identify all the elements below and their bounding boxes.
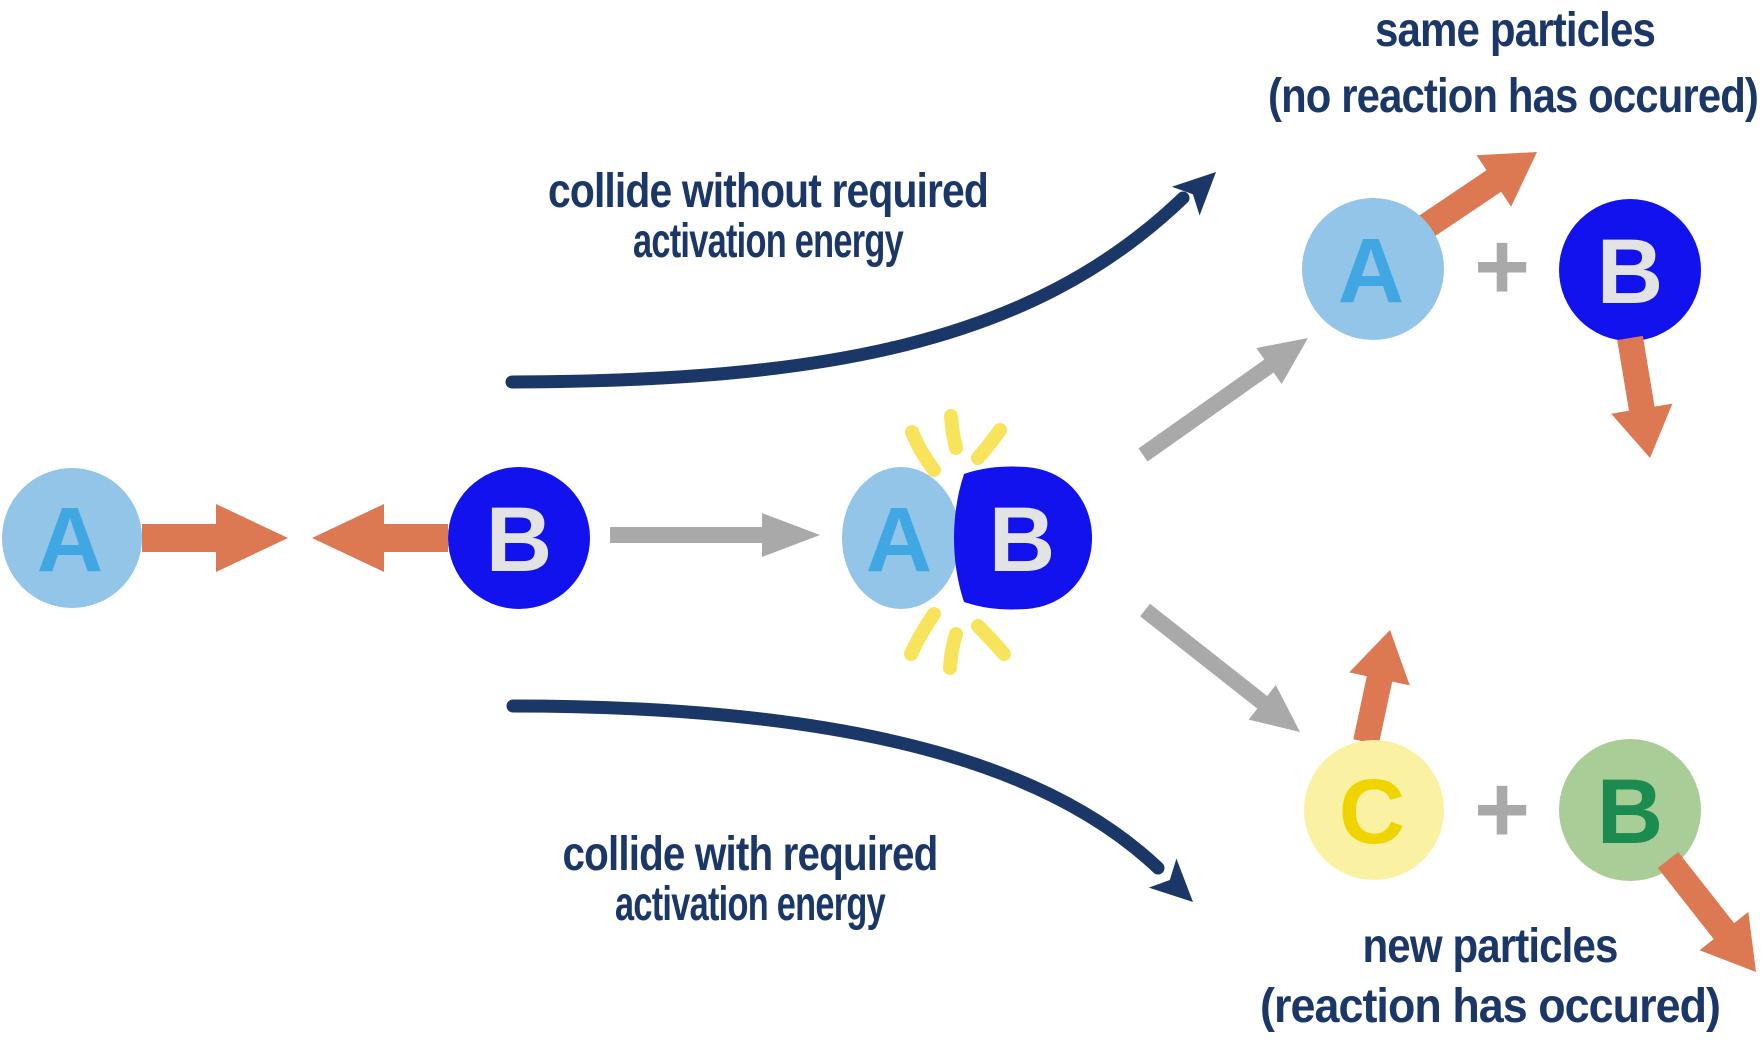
same-a-label: A xyxy=(1338,220,1404,322)
same-caption-line1: same particles xyxy=(1375,4,1655,57)
collision-b-label: B xyxy=(989,489,1055,591)
collision-b-circle xyxy=(954,466,1092,610)
spark-icon xyxy=(971,423,1007,465)
same-caption-line2: (no reaction has occured) xyxy=(1268,70,1758,123)
same-plus: + xyxy=(1474,213,1530,320)
reactant-b-velocity-arrow xyxy=(312,504,448,572)
spark-icon xyxy=(905,425,941,477)
bottom-path-caption-line2: activation energy xyxy=(615,878,886,931)
bottom-path-caption-line1: collide with required xyxy=(563,828,938,881)
collision-a-circle xyxy=(842,467,960,609)
new-c-velocity-arrow xyxy=(1349,630,1410,745)
new-b-circle xyxy=(1559,739,1701,881)
top-path-caption-line1: collide without required xyxy=(548,165,988,218)
reactant-b-circle xyxy=(448,467,590,609)
new-caption-line2: (reaction has occured) xyxy=(1260,980,1720,1033)
same-b-circle xyxy=(1559,199,1701,341)
reactant-a-circle xyxy=(2,468,142,608)
new-c-label: C xyxy=(1339,761,1405,863)
top-path-caption-line2: activation energy xyxy=(633,215,904,268)
spark-icon xyxy=(943,627,963,675)
same-b-label: B xyxy=(1597,221,1663,323)
spark-icon xyxy=(904,607,941,661)
spark-icon xyxy=(971,619,1011,661)
top-path-arrowhead xyxy=(1171,172,1216,216)
reactant-a-velocity-arrow xyxy=(142,504,288,572)
new-caption-line1: new particles xyxy=(1363,920,1618,973)
new-b-velocity-arrow xyxy=(1657,852,1756,972)
reactant-b-label: B xyxy=(486,489,552,591)
bottom-path-curve xyxy=(506,699,1165,875)
same-b-velocity-arrow xyxy=(1611,335,1673,458)
same-a-circle xyxy=(1302,198,1444,340)
bottom-path-arrowhead xyxy=(1148,858,1193,902)
new-plus: + xyxy=(1474,756,1530,863)
spark-icon xyxy=(944,409,963,455)
new-b-label: B xyxy=(1597,761,1663,863)
outcome-bottom-arrow xyxy=(1140,603,1300,732)
new-c-circle xyxy=(1304,740,1444,880)
collision-step-arrow xyxy=(610,513,820,557)
top-path-curve xyxy=(505,191,1190,389)
same-a-velocity-arrow xyxy=(1410,152,1537,243)
collision-sparks xyxy=(904,409,1011,675)
outcome-top-arrow xyxy=(1138,338,1308,462)
reactant-a-label: A xyxy=(37,489,103,591)
collision-a-label: A xyxy=(866,489,932,591)
